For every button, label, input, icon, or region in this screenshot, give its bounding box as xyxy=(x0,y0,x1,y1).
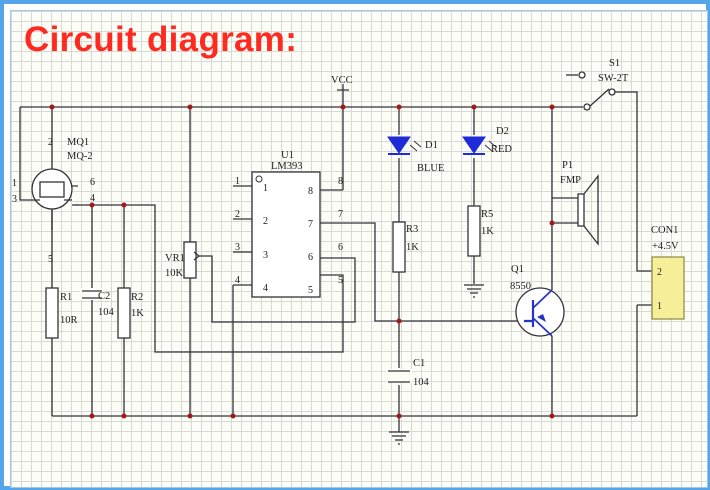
d1-label: D1 xyxy=(425,140,438,151)
ground-main xyxy=(389,431,409,445)
con1-pin-1: 1 xyxy=(657,301,662,312)
resistor-r3: R3 1K xyxy=(392,221,419,273)
u1-pin-7-outer: 7 xyxy=(338,209,343,220)
u1-pin-2-outer: 2 xyxy=(235,209,240,220)
r3-label: R3 xyxy=(406,224,418,235)
r5-label: R5 xyxy=(481,209,493,220)
vr1-label: VR1 xyxy=(165,253,185,264)
lm393-label: LM393 xyxy=(271,161,303,172)
mq-pin-6: 6 xyxy=(90,177,95,188)
vcc-label: VCC xyxy=(331,75,353,86)
buzzer-p1: P1 FMP xyxy=(560,160,599,246)
switch-s1: S1 SW-2T xyxy=(566,58,629,111)
r1-label: R1 xyxy=(60,292,72,303)
p1-value: FMP xyxy=(560,175,581,186)
gas-sensor-mq2: 2 1 3 6 4 5 MQ1 MQ-2 xyxy=(12,137,95,265)
capacitor-c2: C2 104 xyxy=(80,288,115,318)
d2-color: RED xyxy=(491,144,512,155)
resistor-r5: R5 1K xyxy=(467,205,494,257)
c2-value: 104 xyxy=(98,307,115,318)
r5-value: 1K xyxy=(481,226,494,237)
r3-value: 1K xyxy=(406,242,419,253)
q1-label: Q1 xyxy=(511,264,524,275)
con1-value: +4.5V xyxy=(652,241,679,252)
u1-pin-6: 6 xyxy=(308,252,313,263)
potentiometer-vr1: VR1 10K xyxy=(165,241,200,279)
d2-label: D2 xyxy=(496,126,509,137)
con1-pin-2: 2 xyxy=(657,267,662,278)
p1-label: P1 xyxy=(562,160,573,171)
mq-pin-2: 2 xyxy=(48,137,53,148)
u1-pin-5: 5 xyxy=(308,285,313,296)
schematic-sheet xyxy=(10,10,708,488)
c2-label: C2 xyxy=(98,291,110,302)
connector-con1: CON1 +4.5V 2 1 xyxy=(651,225,685,320)
vr1-value: 10K xyxy=(165,268,184,279)
resistor-r2: R2 1K xyxy=(117,287,144,339)
c1-label: C1 xyxy=(413,358,425,369)
mq-pin-4: 4 xyxy=(90,193,95,204)
q1-value: 8550 xyxy=(510,281,531,292)
transistor-q1: Q1 8550 xyxy=(510,264,565,340)
s1-value: SW-2T xyxy=(598,73,629,84)
r2-value: 1K xyxy=(131,308,144,319)
con1-label: CON1 xyxy=(651,225,678,236)
u1-label: U1 xyxy=(281,150,294,161)
wires xyxy=(19,90,652,432)
s1-label: S1 xyxy=(609,58,620,69)
mq1-label: MQ1 xyxy=(67,137,89,148)
u1-pin-5-outer: 5 xyxy=(338,275,343,286)
u1-pin-8-outer: 8 xyxy=(338,176,343,187)
mq2-label: MQ-2 xyxy=(67,151,93,162)
page-title: Circuit diagram: xyxy=(24,20,298,59)
resistor-r1: R1 10R xyxy=(45,287,78,339)
d1-color: BLUE xyxy=(417,163,444,174)
mq-pin-1: 1 xyxy=(12,178,17,189)
capacitor-c1: C1 104 xyxy=(386,358,430,388)
junction-dots xyxy=(49,104,555,419)
mq-pin-3: 3 xyxy=(12,194,17,205)
r1-value: 10R xyxy=(60,315,78,326)
ground-r5 xyxy=(464,284,484,298)
u1-pin-2: 2 xyxy=(263,216,268,227)
u1-pin-4-outer: 4 xyxy=(235,275,240,286)
u1-pin-7: 7 xyxy=(308,219,313,230)
ic-u1-lm393: U1 LM393 1 2 3 4 1 2 3 4 8 7 6 5 8 7 6 5 xyxy=(235,150,343,298)
led-d1: D1 BLUE xyxy=(387,136,444,174)
u1-pin-3-outer: 3 xyxy=(235,242,240,253)
led-d2: D2 RED xyxy=(462,126,512,155)
u1-pin-1-outer: 1 xyxy=(235,176,240,187)
u1-pin-8: 8 xyxy=(308,186,313,197)
c1-value: 104 xyxy=(413,377,430,388)
u1-pin-6-outer: 6 xyxy=(338,242,343,253)
u1-pin-1: 1 xyxy=(263,183,268,194)
vcc-symbol: VCC xyxy=(331,75,353,91)
u1-pin-3: 3 xyxy=(263,250,268,261)
r2-label: R2 xyxy=(131,292,143,303)
mq-pin-5: 5 xyxy=(48,254,53,265)
u1-pin-4: 4 xyxy=(263,283,268,294)
